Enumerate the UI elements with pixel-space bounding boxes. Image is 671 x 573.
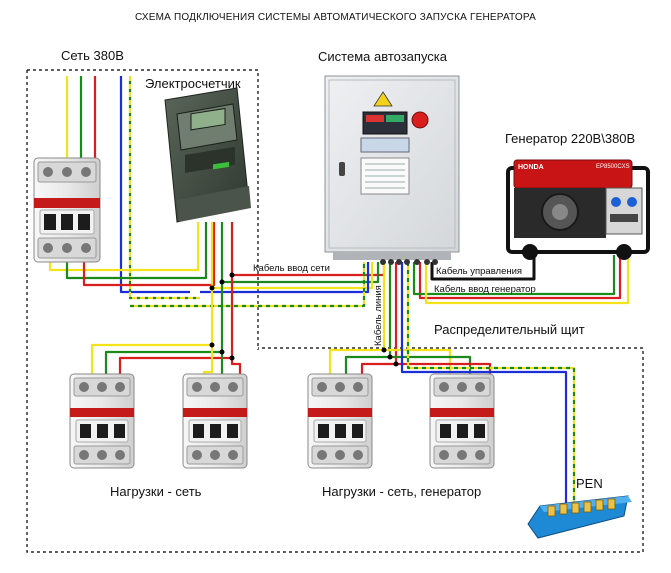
pen-busbar [527,495,632,539]
wire-line-green [344,262,392,380]
label-meter: Электросчетчик [145,76,241,91]
wire-grid-pe [128,76,200,300]
label-cable-gen-in: Кабель ввод генератор [434,284,536,295]
load-breaker-2 [182,373,248,469]
label-distribution-board: Распределительный щит [434,322,585,337]
label-generator: Генератор 220В\380В [505,131,636,146]
wire-mb-red [82,222,216,287]
label-cable-grid-in: Кабель ввод сети [253,263,330,274]
wire-load1-red [118,275,234,380]
wire-meter-yellow [210,222,374,290]
generator-brand: HONDA [518,164,544,171]
wire-gen-green [412,255,616,296]
wire-grid-blue [119,76,190,294]
wire-pe-main-green [130,262,366,308]
wire-line-yellow [328,262,386,380]
label-ats: Система автозапуска [318,49,447,64]
wire-grid-pe-green [128,76,200,300]
label-cable-line: Кабель линия [373,285,384,346]
wire-meter-green [220,222,380,284]
wire-line-blue [400,262,568,512]
electricity-meter [164,87,251,223]
wire-line-yellow2 [384,348,452,380]
ats-cabinet [324,75,460,265]
load-breaker-3 [307,373,373,469]
wire-meter-blue [200,262,370,294]
main-breaker [33,157,101,263]
label-grid-380: Сеть 380В [61,48,124,63]
wire-line-red [360,262,398,380]
label-loads-grid-generator: Нагрузки - сеть, генератор [322,484,482,499]
wire-gen-yellow [424,255,630,305]
label-cable-control: Кабель управления [436,266,523,277]
wires [48,76,630,512]
grid-zone-outline [26,69,644,553]
label-pen: PEN [576,476,603,491]
load-breaker-4 [429,373,495,469]
wire-load1-yellow [90,288,214,380]
junctions [209,272,399,367]
generator-model: EP8500CXS [596,164,630,170]
wire-mb-yellow [48,222,200,272]
generator [506,159,650,260]
wire-control [430,255,536,281]
label-loads-grid: Нагрузки - сеть [110,484,202,499]
wire-gen-red [418,255,622,300]
wire-load1-green [104,282,224,380]
load-breaker-1 [69,373,135,469]
wire-line-pe-green [406,262,576,512]
wire-mb-green [65,222,208,280]
wire-load2-red [230,358,242,380]
page-title: СХЕМА ПОДКЛЮЧЕНИЯ СИСТЕМЫ АВТОМАТИЧЕСКОГ… [135,12,536,23]
